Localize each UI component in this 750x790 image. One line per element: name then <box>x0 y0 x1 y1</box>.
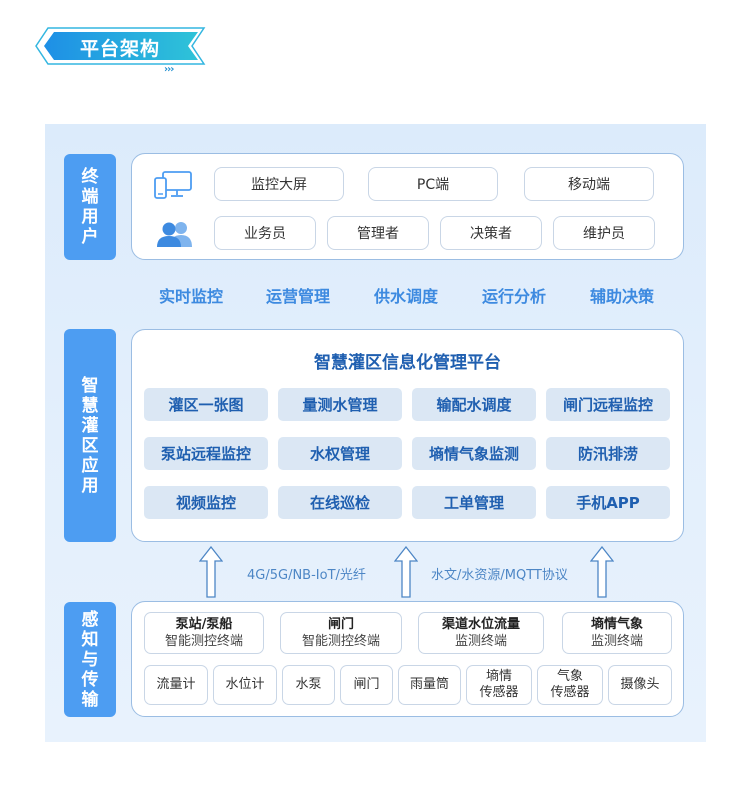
module-water-measurement: 量测水管理 <box>278 388 402 421</box>
role-decision-maker: 决策者 <box>440 216 542 250</box>
function-operations: 运营管理 <box>266 287 331 306</box>
module-online-inspection: 在线巡检 <box>278 486 402 519</box>
up-arrow-icon <box>394 546 418 598</box>
function-decision-support: 辅助决策 <box>590 287 655 306</box>
role-operator: 业务员 <box>214 216 316 250</box>
terminal-soil-weather: 墒情气象 监测终端 <box>562 612 672 654</box>
device-camera: 摄像头 <box>608 665 672 705</box>
section-title-badge: 平台架构 ››› <box>34 26 206 76</box>
function-realtime-monitoring: 实时监控 <box>159 287 224 306</box>
page-title: 平台架构 <box>80 38 161 60</box>
module-work-orders: 工单管理 <box>412 486 536 519</box>
screen-mobile: 移动端 <box>524 167 654 201</box>
role-maintainer: 维护员 <box>553 216 655 250</box>
module-video-monitoring: 视频监控 <box>144 486 268 519</box>
module-mobile-app: 手机APP <box>546 486 670 519</box>
devices-icon <box>154 171 192 199</box>
module-water-distribution: 输配水调度 <box>412 388 536 421</box>
network-protocols: 4G/5G/NB-IoT/光纤 <box>247 568 366 583</box>
device-weather-sensor: 气象传感器 <box>537 665 603 705</box>
device-level-meter: 水位计 <box>213 665 277 705</box>
module-water-rights: 水权管理 <box>278 437 402 470</box>
up-arrow-icon <box>590 546 614 598</box>
users-icon <box>157 222 192 247</box>
device-gate: 闸门 <box>340 665 393 705</box>
terminal-users-box: 监控大屏 PC端 移动端 业务员 管理者 决策者 维护员 <box>131 153 684 260</box>
module-irrigation-map: 灌区一张图 <box>144 388 268 421</box>
device-flow-meter: 流量计 <box>144 665 208 705</box>
title-badge-shape <box>35 27 206 65</box>
module-pump-remote-control: 泵站远程监控 <box>144 437 268 470</box>
function-water-dispatch: 供水调度 <box>374 287 439 306</box>
device-soil-sensor: 墒情传感器 <box>466 665 532 705</box>
layer-label-application: 智慧灌区应用 <box>64 329 116 542</box>
chevron-right-icon: ››› <box>164 64 174 75</box>
layer-label-terminal: 终端用户 <box>64 154 116 260</box>
sensing-transmission-box: 泵站/泵船 智能测控终端 闸门 智能测控终端 渠道水位流量 监测终端 墒情气象 … <box>131 601 684 717</box>
module-gate-remote-control: 闸门远程监控 <box>546 388 670 421</box>
layer-label-sensing: 感知与传输 <box>64 602 116 717</box>
device-rain-gauge: 雨量筒 <box>398 665 461 705</box>
terminal-pump-station: 泵站/泵船 智能测控终端 <box>144 612 264 654</box>
screen-big-monitor: 监控大屏 <box>214 167 344 201</box>
role-manager: 管理者 <box>327 216 429 250</box>
device-pump: 水泵 <box>282 665 335 705</box>
terminal-channel-level-flow: 渠道水位流量 监测终端 <box>418 612 544 654</box>
platform-title: 智慧灌区信息化管理平台 <box>314 353 501 373</box>
terminal-gate: 闸门 智能测控终端 <box>280 612 402 654</box>
screen-pc: PC端 <box>368 167 498 201</box>
architecture-panel: 终端用户 监控大屏 PC端 移动端 业务员 管理者 决策者 维护员 实时监控 运… <box>45 124 706 742</box>
module-soil-weather: 墒情气象监测 <box>412 437 536 470</box>
up-arrow-icon <box>199 546 223 598</box>
module-flood-control: 防汛排涝 <box>546 437 670 470</box>
function-analysis: 运行分析 <box>482 287 547 306</box>
data-protocols: 水文/水资源/MQTT协议 <box>431 568 568 583</box>
application-platform-box: 智慧灌区信息化管理平台 灌区一张图 量测水管理 输配水调度 闸门远程监控 泵站远… <box>131 329 684 542</box>
